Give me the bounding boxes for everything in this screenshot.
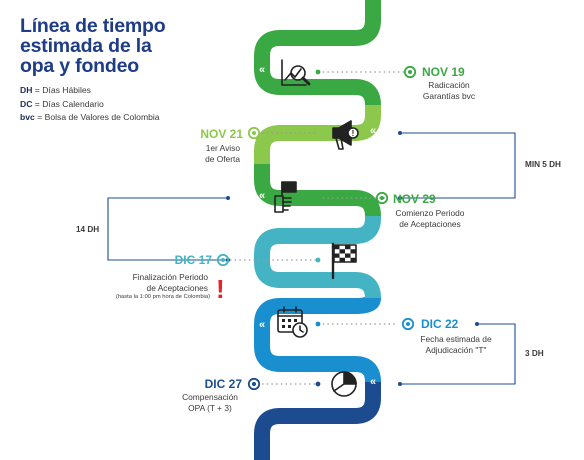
title-line-3: opa y fondeo	[20, 55, 139, 77]
title-line-2: estimada de la	[20, 35, 152, 57]
legend-item-dh: DH = Días Hábiles	[20, 85, 91, 95]
bracket-label-3dh: 3 DH	[525, 349, 544, 358]
dotted-connectors	[230, 71, 405, 385]
marker-dic27	[247, 377, 261, 391]
chevron-icon: «	[259, 64, 265, 76]
pie-chart-icon	[331, 371, 357, 397]
event-markers	[216, 65, 417, 391]
marker-nov19	[403, 65, 417, 79]
event-date-dic22: DIC 22	[421, 317, 459, 331]
timeline-segment-1	[254, 0, 381, 106]
checkered-flag-icon	[331, 242, 357, 280]
marker-nov21	[247, 126, 261, 140]
chevron-icon: «	[259, 319, 265, 331]
abbreviation-legend: DH = Días Hábiles DC = Días Calendario b…	[20, 84, 160, 125]
calendar-clock-icon	[277, 306, 308, 338]
timeline-segment-3	[254, 164, 381, 217]
timeline-path	[254, 0, 381, 460]
svg-text:!: !	[352, 129, 355, 138]
event-date-nov21: NOV 21	[200, 127, 243, 141]
marker-dic17	[216, 253, 230, 267]
path-chevrons: « « « « « «	[259, 64, 376, 388]
timeline-segment-5	[254, 295, 381, 383]
timeline-segment-4	[254, 216, 381, 299]
chevron-icon: «	[259, 190, 265, 202]
flag-hand-icon	[274, 181, 297, 213]
event-icons: !	[274, 59, 359, 397]
timeline-segment-6	[254, 382, 381, 460]
bracket-label-14dh: 14 DH	[76, 225, 100, 234]
bracket-label-min5: MIN 5 DH	[525, 160, 561, 169]
chevron-icon: «	[370, 376, 376, 388]
brackets	[107, 132, 516, 385]
megaphone-icon: !	[332, 120, 359, 150]
event-date-nov19: NOV 19	[422, 65, 465, 79]
legend-item-dc: DC = Días Calendario	[20, 98, 104, 109]
event-date-nov29: NOV 29	[393, 192, 436, 206]
event-note-dic17: (hasta la 1:00 pm hora de Colombia)	[115, 294, 210, 300]
chevron-icon: «	[370, 252, 376, 264]
event-date-dic17: DIC 17	[174, 253, 212, 267]
path-dots	[315, 69, 321, 387]
page-title: Línea de tiempo estimada de la opa y fon…	[20, 16, 220, 76]
alert-icon: !	[216, 274, 225, 304]
legend-item-bvc: bvc = Bolsa de Valores de Colombia	[20, 112, 160, 123]
marker-dic22	[401, 317, 415, 331]
event-date-dic27: DIC 27	[204, 377, 242, 391]
chart-magnifier-icon	[281, 59, 311, 86]
title-line-1: Línea de tiempo	[20, 15, 166, 37]
chevron-icon: «	[370, 125, 376, 137]
marker-nov29	[375, 191, 389, 205]
